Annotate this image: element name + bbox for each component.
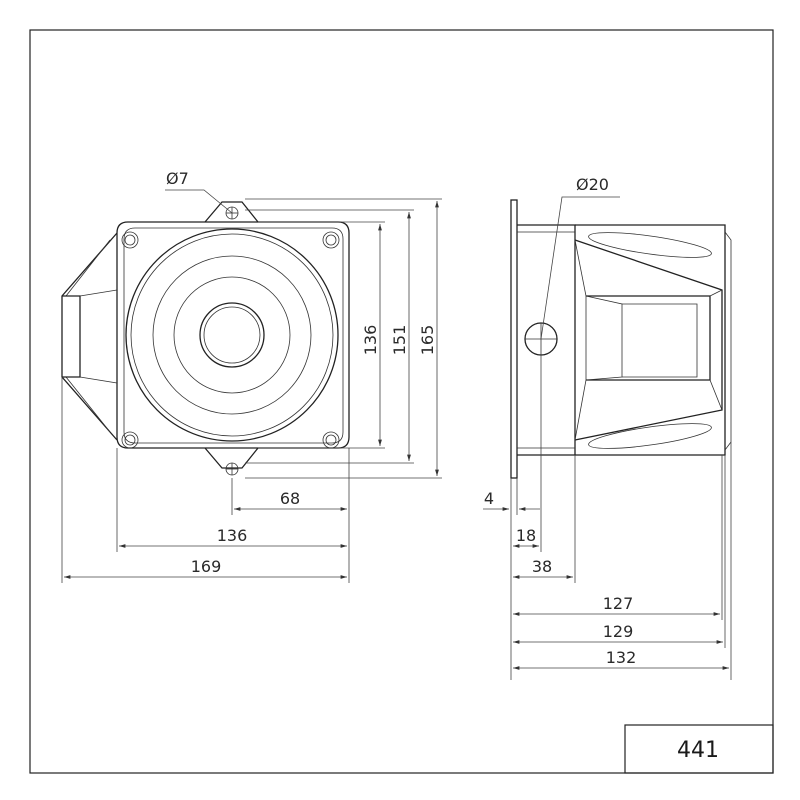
dim-169: 169 [191, 557, 222, 576]
dim-129: 129 [603, 622, 634, 641]
dim-136-horizontal: 136 [217, 526, 248, 545]
front-dimensions: Ø7 136 151 165 68 136 169 [61, 169, 442, 583]
dim-165-vertical: 165 [418, 325, 437, 356]
dim-dia-20: Ø20 [576, 175, 609, 194]
dim-18: 18 [516, 526, 536, 545]
drawing-frame [29, 29, 774, 774]
front-view [61, 201, 350, 476]
drawing-code: 441 [677, 738, 719, 763]
dim-dia-7: Ø7 [166, 169, 189, 188]
dim-4: 4 [484, 489, 494, 508]
side-view [510, 199, 732, 479]
title-block [624, 724, 774, 774]
side-dimensions: Ø20 4 18 38 127 129 132 [483, 175, 732, 680]
dim-68: 68 [280, 489, 300, 508]
dim-136-vertical: 136 [361, 325, 380, 356]
dim-132: 132 [606, 648, 637, 667]
dim-151-vertical: 151 [390, 325, 409, 356]
dim-127: 127 [603, 594, 634, 613]
dim-38: 38 [532, 557, 552, 576]
